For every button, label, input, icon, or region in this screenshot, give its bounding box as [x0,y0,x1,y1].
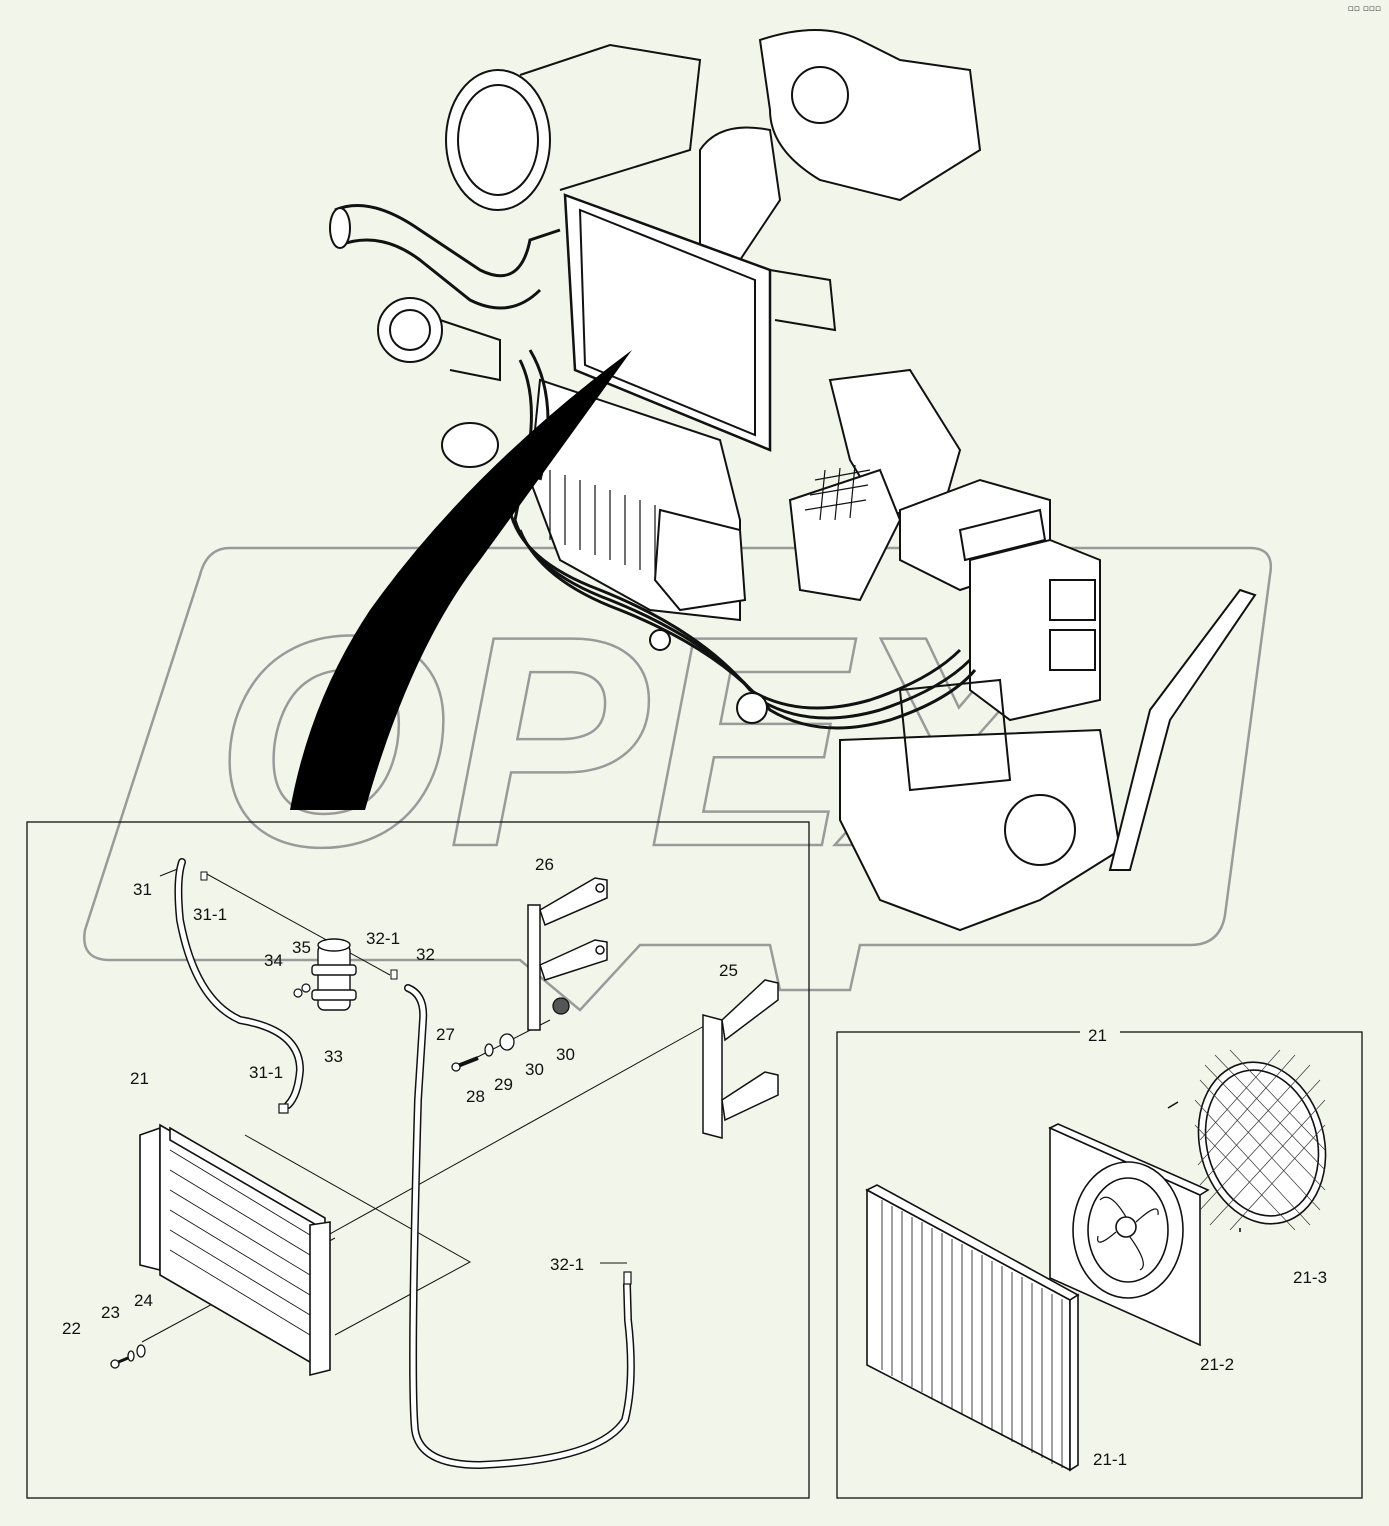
callout-26: 26 [535,855,554,874]
callouts-radiator: 21-1 21-2 21-3 [1093,1268,1327,1469]
hose-32 [404,984,635,1470]
callout-29: 29 [494,1075,513,1094]
callout-23: 23 [101,1303,120,1322]
callout-34: 34 [264,951,283,970]
fitting-32-1-top [390,969,398,980]
detail-pointer-arrow [290,350,632,810]
corner-mark: ▫▫ ▫▫▫ [1347,4,1381,14]
fasteners-27-30 [451,997,570,1072]
radiator-core-21-1 [865,1184,1080,1472]
engine-assembly-illustration [329,29,1257,932]
callout-31-1-bottom: 31-1 [249,1063,283,1082]
fasteners-22-24 [110,1344,146,1369]
callout-25: 25 [719,961,738,980]
callout-27: 27 [436,1025,455,1044]
callout-21-1: 21-1 [1093,1450,1127,1469]
callout-24: 24 [134,1291,153,1310]
fitting-31-1-bottom [278,1103,289,1114]
bracket-26 [527,877,608,1031]
callout-35: 35 [292,938,311,957]
receiver-drier-33 [311,938,357,1011]
callout-31: 31 [133,880,152,899]
callout-30-b: 30 [556,1045,575,1064]
detail-box-main [26,821,810,1499]
fitting-31-1-top [200,871,208,881]
callout-32: 32 [416,945,435,964]
fan-shroud-21-2 [1048,1123,1210,1347]
callout-30-a: 30 [525,1060,544,1079]
callout-32-1-bottom: 32-1 [550,1255,584,1274]
callout-31-1-top: 31-1 [193,905,227,924]
callout-21: 21 [130,1069,149,1088]
callout-32-1-top: 32-1 [366,929,400,948]
condenser-21 [139,1123,331,1377]
callout-22: 22 [62,1319,81,1338]
fitting-32-1-bottom [623,1271,632,1285]
bolt-34 [293,988,303,998]
callout-21-radiator: 21 [1088,1026,1107,1045]
washer-35 [301,983,311,993]
callout-28: 28 [466,1087,485,1106]
bracket-25 [702,979,779,1139]
fan-grille-21-3 [1167,1049,1327,1232]
callouts-main: 31 31-1 35 34 33 32-1 32 26 25 27 28 29 … [62,855,738,1338]
callout-21-2: 21-2 [1200,1355,1234,1374]
callout-21-3: 21-3 [1293,1268,1327,1287]
callout-33: 33 [324,1047,343,1066]
